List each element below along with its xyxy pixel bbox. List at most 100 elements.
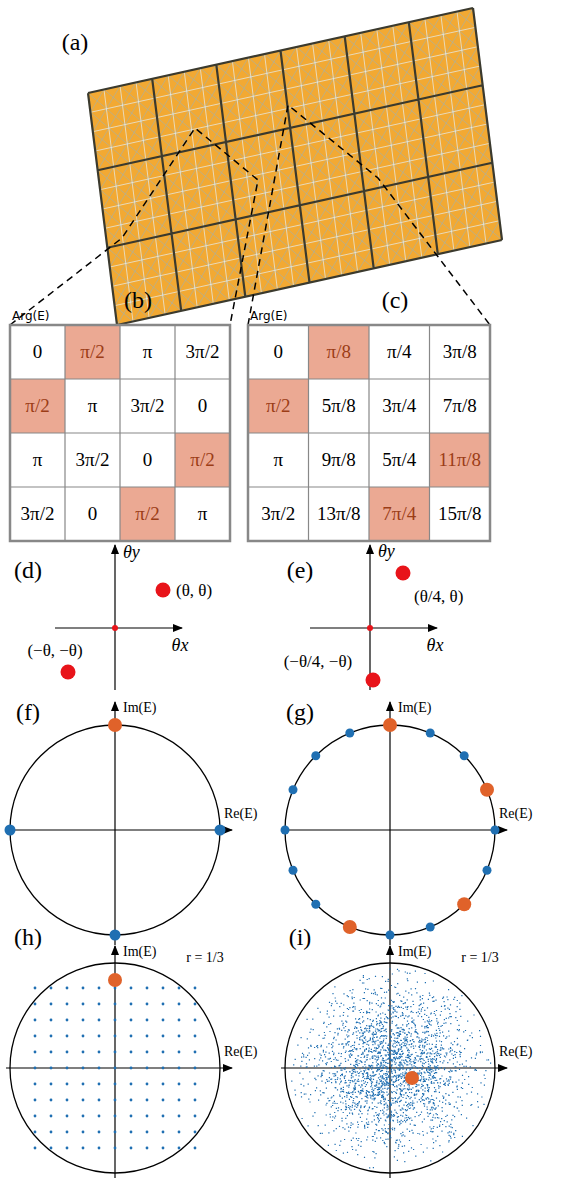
field-sample	[66, 1067, 69, 1070]
field-sample	[34, 1019, 37, 1022]
phase-point	[386, 931, 395, 940]
table-cell: 3π/2	[21, 503, 55, 525]
field-sample	[34, 1131, 37, 1134]
field-sample	[50, 1003, 53, 1006]
table-cell: π/2	[135, 503, 159, 525]
phase-point	[289, 785, 298, 794]
table-header: Arg(E)	[250, 309, 288, 323]
field-sample	[50, 987, 53, 990]
field-sample	[114, 1051, 117, 1054]
field-sample	[178, 1035, 181, 1038]
table-cell: 7π/4	[382, 503, 416, 525]
field-sample	[34, 1115, 37, 1118]
array-body	[88, 8, 502, 325]
field-sample	[194, 1019, 197, 1022]
table-cell: 7π/8	[443, 395, 477, 417]
panel-letter: (c)	[382, 287, 409, 314]
field-sample	[194, 1115, 197, 1118]
radius-label: r = 1/3	[186, 950, 223, 966]
field-sample	[34, 1035, 37, 1038]
field-sample	[162, 1019, 165, 1022]
field-sample	[146, 1019, 149, 1022]
field-sample	[98, 1051, 101, 1054]
field-sample	[98, 1115, 101, 1118]
table-cell: 13π/8	[317, 503, 360, 525]
field-sample	[194, 1099, 197, 1102]
field-sample	[82, 1131, 85, 1134]
axis-label: Im(E)	[123, 700, 156, 716]
phase-point	[215, 825, 226, 836]
axis-label: θy	[378, 541, 395, 562]
phase-point	[460, 751, 469, 760]
field-sample	[66, 1083, 69, 1086]
field-sample	[162, 987, 165, 990]
field-sample	[194, 1003, 197, 1006]
field-sample	[194, 1147, 197, 1150]
field-sample	[146, 1051, 149, 1054]
field-sample	[178, 1083, 181, 1086]
field-sample	[146, 1067, 149, 1070]
selected-phase	[108, 718, 122, 732]
field-sample	[178, 1115, 181, 1118]
field-sample	[178, 1147, 181, 1150]
field-sample	[66, 1051, 69, 1054]
axis-label: θx	[427, 635, 444, 656]
field-sample	[50, 1019, 53, 1022]
coordinate-label: (−θ, −θ)	[27, 641, 82, 661]
selected-phase	[343, 920, 357, 934]
field-sample	[178, 1019, 181, 1022]
field-sample	[146, 1003, 149, 1006]
field-sample	[194, 1067, 197, 1070]
field-sample	[82, 1051, 85, 1054]
field-sample	[98, 1083, 101, 1086]
field-sample	[162, 1147, 165, 1150]
field-sample	[194, 1035, 197, 1038]
field-sample	[98, 1067, 101, 1070]
table-cell: π	[33, 449, 43, 471]
axis-label: θy	[123, 542, 140, 563]
field-sample	[194, 1051, 197, 1054]
metasurface-array	[88, 8, 502, 325]
field-sample	[178, 1003, 181, 1006]
field-sample	[82, 1115, 85, 1118]
table-cell: π/4	[387, 341, 411, 363]
field-sample	[130, 1131, 133, 1134]
field-sample	[130, 1067, 133, 1070]
axis-label: Im(E)	[398, 700, 431, 716]
selected-field	[405, 1071, 419, 1085]
axis-label: Im(E)	[398, 944, 431, 960]
field-sample	[162, 1099, 165, 1102]
field-sample	[50, 1147, 53, 1150]
field-sample	[114, 1003, 117, 1006]
field-sample	[130, 1003, 133, 1006]
field-sample	[162, 1051, 165, 1054]
field-sample	[194, 1131, 197, 1134]
field-sample	[114, 1115, 117, 1118]
table-cell: π	[88, 395, 98, 417]
field-sample	[82, 1003, 85, 1006]
field-sample	[114, 1083, 117, 1086]
table-cell: π/2	[266, 395, 290, 417]
beam-spot	[61, 566, 411, 688]
field-sample	[162, 1115, 165, 1118]
field-cloud	[291, 968, 491, 1168]
phase-point	[345, 729, 354, 738]
field-sample	[130, 1051, 133, 1054]
field-sample	[146, 1083, 149, 1086]
field-sample	[98, 1099, 101, 1102]
complex-axes	[6, 702, 507, 1178]
field-sample	[34, 1099, 37, 1102]
field-sample	[178, 1067, 181, 1070]
field-sample	[82, 1147, 85, 1150]
panel-letter: (f)	[16, 699, 40, 726]
table-cell: 5π/8	[322, 395, 356, 417]
phase-point	[311, 751, 320, 760]
field-sample	[50, 1051, 53, 1054]
field-sample	[130, 987, 133, 990]
field-sample	[162, 1067, 165, 1070]
axis-label: Re(E)	[499, 1044, 532, 1060]
field-sample	[50, 1067, 53, 1070]
cell-highlight	[10, 325, 490, 541]
axis-label: Im(E)	[123, 944, 156, 960]
axis-label: Re(E)	[224, 1044, 257, 1060]
